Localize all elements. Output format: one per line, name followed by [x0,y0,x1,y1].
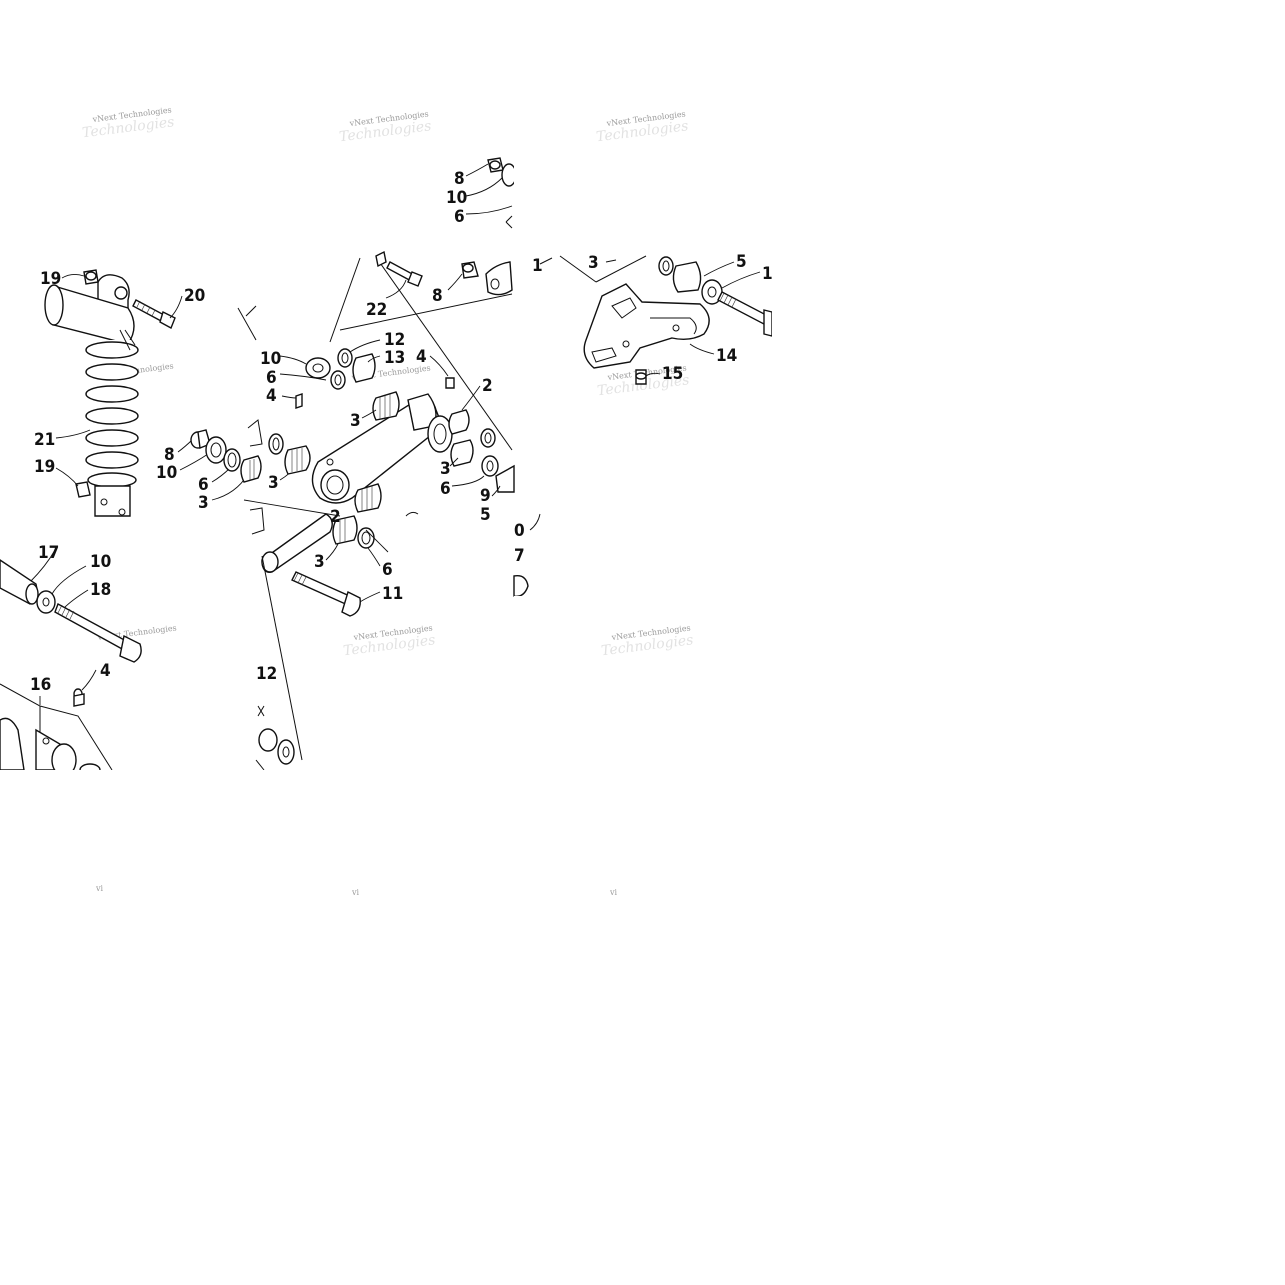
callout-3e: 3 [314,552,325,572]
callout-6c: 6 [266,368,277,388]
callout-11: 11 [382,584,403,604]
callout-4a: 4 [100,661,111,681]
callout-10b: 10 [90,552,111,572]
callout-10d: 10 [260,349,281,369]
callout-6b: 6 [454,207,465,227]
callout-13: 13 [384,348,405,368]
callout-8c: 8 [432,286,443,306]
shock-spring [85,329,139,490]
callout-labels: 19 20 21 19 8 10 6 3 3 17 10 18 4 16 8 1… [30,169,783,695]
callout-3a: 3 [198,493,209,513]
callout-17: 17 [38,543,59,563]
callout-4b: 4 [416,347,427,367]
callout-20: 20 [184,286,205,306]
callout-15: 15 [662,364,683,384]
callout-3f: 3 [588,253,599,273]
callout-1: 1 [532,256,543,276]
right-bracket [539,255,773,385]
lower-left-parts [0,559,142,777]
callout-0: 0 [514,521,525,541]
watermark: Technologies vNext Technologies [595,109,689,145]
callout-3d: 3 [440,459,451,479]
callout-12b: 12 [256,664,277,684]
shock-absorber [44,269,176,517]
callout-19a: 19 [40,269,61,289]
callout-2b: 2 [330,507,341,527]
center-linkage [237,157,529,771]
callout-8b: 8 [454,169,465,189]
callout-7: 7 [514,546,525,566]
callout-22: 22 [366,300,387,320]
callout-6a: 6 [198,475,209,495]
callout-8a: 8 [164,445,175,465]
callout-19b: 19 [34,457,55,477]
callout-10a: 10 [156,463,177,483]
watermark: Technologies vNext Technologies [342,623,436,659]
watermark-partial: vi [351,888,360,897]
callout-6e: 6 [382,560,393,580]
callout-5a: 5 [480,505,491,525]
leader-lines [243,163,541,603]
callout-21: 21 [34,430,55,450]
watermark: Technologies vNext Technologies [81,105,175,141]
callout-4c: 4 [266,386,277,406]
callout-10c: 10 [446,188,467,208]
pivot-bushings-left [190,419,311,483]
leader-lines [29,273,297,705]
tile-crop-masks [0,140,832,790]
watermark-partial: vi [95,884,104,893]
leader-lines [645,261,761,377]
callout-3b: 3 [268,473,279,493]
callout-12a: 12 [384,330,405,350]
watermark: Technologies vNext Technologies [600,623,694,659]
watermark: Technologies vNext Technologies [338,109,432,145]
callout-16: 16 [30,675,51,695]
callout-2a: 2 [482,376,493,396]
callout-14: 14 [716,346,737,366]
callout-18: 18 [90,580,111,600]
callout-3c: 3 [350,411,361,431]
callout-6d: 6 [440,479,451,499]
callout-5b: 5 [736,252,747,272]
callout-9: 9 [480,486,491,506]
watermark-partial: vi [609,888,618,897]
